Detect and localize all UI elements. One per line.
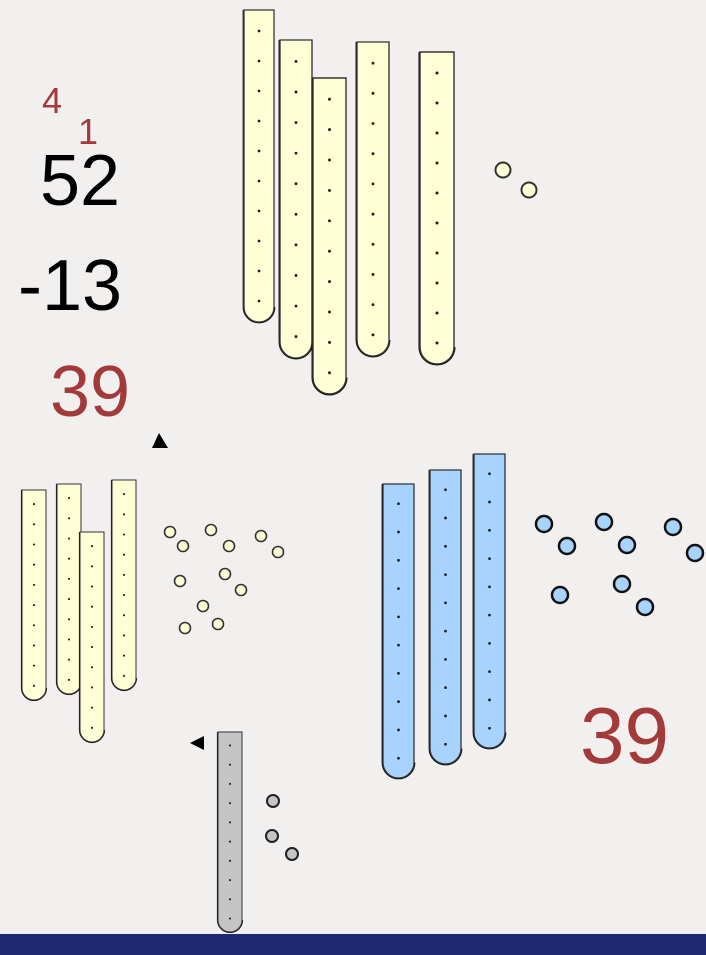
tens-rod: [280, 40, 312, 358]
footer-bar: [0, 934, 706, 955]
ones-bead: [536, 516, 552, 532]
tens-rod: [430, 470, 461, 764]
tens-rod: [383, 484, 414, 778]
ones-bead: [165, 527, 176, 538]
ones-bead: [273, 547, 284, 558]
ones-bead: [213, 619, 224, 630]
arrow-left-icon: [190, 736, 204, 750]
blue-group-total: 39: [580, 696, 669, 776]
ones-bead: [614, 576, 630, 592]
tens-rod: [357, 42, 389, 356]
ones-bead: [665, 519, 681, 535]
ones-bead: [496, 163, 511, 178]
tens-rod: [112, 480, 136, 690]
ones-bead: [224, 541, 235, 552]
ones-bead: [559, 538, 575, 554]
tens-rod: [244, 10, 274, 322]
ones-bead: [619, 537, 635, 553]
gray-group-13: [218, 732, 298, 932]
subtrahend: -13: [18, 250, 122, 322]
tens-rod: [313, 78, 346, 394]
ones-bead: [687, 545, 703, 561]
tens-rod: [218, 732, 242, 932]
tens-rod: [57, 484, 81, 694]
ones-bead: [178, 541, 189, 552]
arrow-up-icon: [152, 433, 168, 448]
tens-rod: [22, 490, 46, 700]
difference: 39: [50, 356, 130, 428]
tens-rod: [420, 52, 454, 364]
ones-bead: [637, 599, 653, 615]
ones-bead: [220, 569, 231, 580]
ones-bead: [522, 183, 537, 198]
tens-rod: [80, 532, 104, 742]
ones-bead: [596, 514, 612, 530]
ones-bead: [266, 830, 278, 842]
ones-bead: [175, 576, 186, 587]
ones-bead: [256, 531, 267, 542]
top-group-52: [244, 10, 537, 394]
ones-bead: [206, 525, 217, 536]
ones-bead: [552, 587, 568, 603]
ones-bead: [236, 585, 247, 596]
ones-bead: [267, 795, 279, 807]
ones-bead: [198, 601, 209, 612]
minuend: 52: [40, 145, 120, 217]
tens-rod: [474, 454, 505, 748]
ones-bead: [286, 848, 298, 860]
regrouped-group: [22, 480, 284, 742]
ones-bead: [180, 623, 191, 634]
borrow-tens-digit: 4: [42, 83, 62, 119]
